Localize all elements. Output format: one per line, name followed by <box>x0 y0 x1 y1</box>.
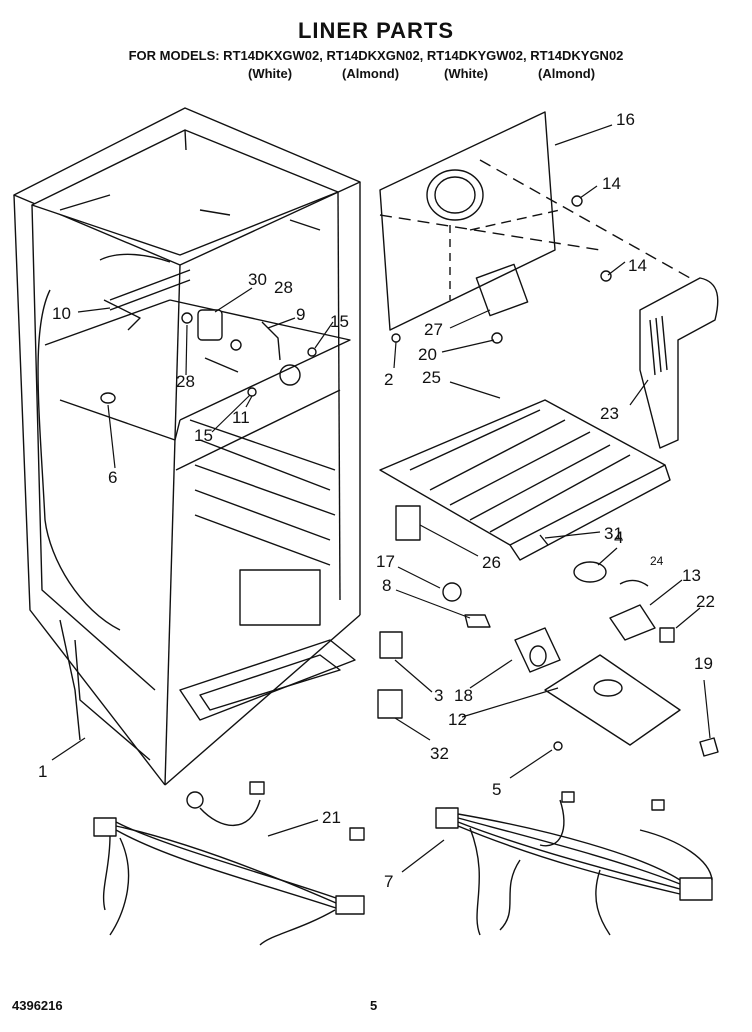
callout-label: 12 <box>448 710 467 729</box>
variant-label: (Almond) <box>538 66 596 81</box>
wire-harness-21 <box>93 781 365 946</box>
callout-label: 15 <box>330 312 349 331</box>
callout-label: 7 <box>384 872 394 891</box>
screws <box>391 195 612 751</box>
callout-label: 5 <box>492 780 502 799</box>
callout-label: 9 <box>296 305 306 324</box>
page-number: 5 <box>370 998 378 1013</box>
callout-label: 10 <box>52 304 71 323</box>
models-line: FOR MODELS: RT14DKXGW02, RT14DKXGN02, RT… <box>128 48 624 63</box>
page-title: LINER PARTS <box>297 18 455 43</box>
wire-harness-7 <box>435 791 713 936</box>
callout-label: 28 <box>274 278 293 297</box>
callout-label: 27 <box>424 320 443 339</box>
callout-label: 28 <box>176 372 195 391</box>
callout-label: 26 <box>482 553 501 572</box>
callout-label: 19 <box>694 654 713 673</box>
control-components <box>100 299 317 404</box>
callout-label: 11 <box>232 408 250 427</box>
callout-label: 17 <box>376 552 395 571</box>
callout-label: 20 <box>418 345 437 364</box>
callout-label: 22 <box>696 592 715 611</box>
callout-label: 14 <box>602 174 621 193</box>
callout-label: 3 <box>434 686 444 705</box>
document-number: 4396216 <box>12 998 63 1013</box>
shelf-frame <box>379 399 671 561</box>
callout-label: 13 <box>682 566 701 585</box>
callout-label: 6 <box>108 468 118 487</box>
fan-shroud <box>639 277 719 449</box>
callout-label: 24 <box>650 554 664 568</box>
callout-label: 4 <box>614 528 624 547</box>
rear-panel <box>379 111 561 331</box>
lower-drawer-assembly <box>377 505 719 757</box>
callout-label: 15 <box>194 426 213 445</box>
callout-label: 1 <box>38 762 48 781</box>
callout-label: 23 <box>600 404 619 423</box>
callout-label: 18 <box>454 686 473 705</box>
callout-label: 16 <box>616 110 635 129</box>
callout-label: 14 <box>628 256 647 275</box>
liner-cabinet <box>13 107 361 786</box>
callout-label: 21 <box>322 808 341 827</box>
variant-label: (White) <box>444 66 489 81</box>
callout-label: 32 <box>430 744 449 763</box>
callout-label: 31 <box>604 524 623 543</box>
variant-label: (White) <box>248 66 293 81</box>
callout-label: 2 <box>384 370 394 389</box>
callout-label: 8 <box>382 576 392 595</box>
callout-label: 25 <box>422 368 441 387</box>
callout-label: 30 <box>248 270 267 289</box>
variant-label: (Almond) <box>342 66 400 81</box>
callout-leaders <box>51 124 711 873</box>
